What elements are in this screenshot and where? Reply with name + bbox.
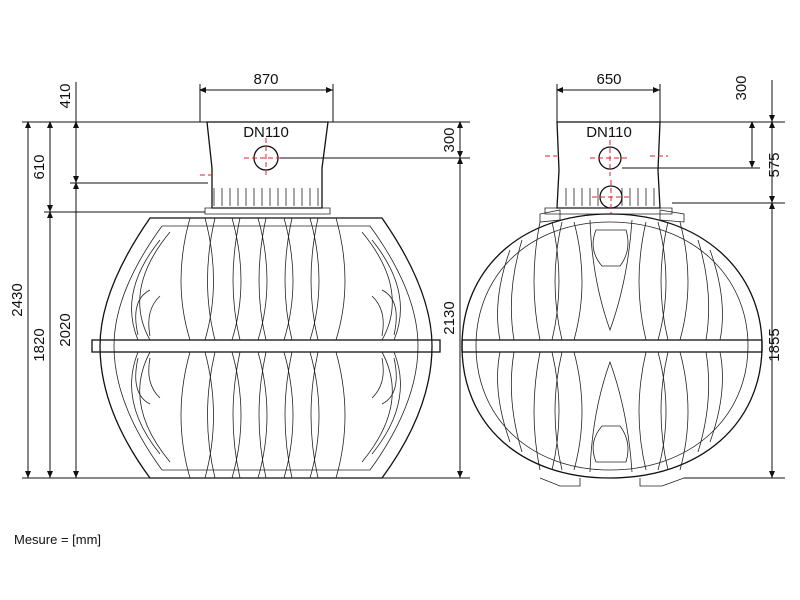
left-dim-2430: 2430: [9, 283, 26, 316]
left-tank-body: [91, 217, 441, 479]
unit-note: Mesure = [mm]: [14, 532, 102, 547]
left-neck: [204, 121, 331, 215]
left-dim-610: 610: [31, 154, 48, 179]
right-dim-300: 300: [733, 75, 750, 100]
left-dim-410: 410: [57, 83, 74, 108]
left-pipe-label: DN110: [243, 124, 289, 141]
left-dim-1820: 1820: [31, 328, 48, 361]
left-dimensions: [22, 82, 470, 479]
left-dim-300: 300: [441, 127, 458, 152]
left-tank-view: 870 DN110 410 610 2430 1820 2020 300 213…: [9, 71, 470, 479]
right-pipe-label: DN110: [586, 124, 632, 141]
left-width-870: 870: [253, 71, 278, 88]
right-outlet-pipe: [592, 180, 630, 214]
right-tank-body: [461, 209, 763, 487]
right-inlet-pipe: [545, 140, 668, 176]
right-tank-view: 650 DN110 300 575 1855: [461, 71, 785, 487]
left-dim-2020: 2020: [57, 313, 74, 346]
right-dim-575: 575: [766, 152, 783, 177]
right-width-650: 650: [596, 71, 621, 88]
right-dim-1855: 1855: [766, 328, 783, 361]
left-dim-2130: 2130: [441, 301, 458, 334]
right-dimensions: [556, 80, 785, 479]
